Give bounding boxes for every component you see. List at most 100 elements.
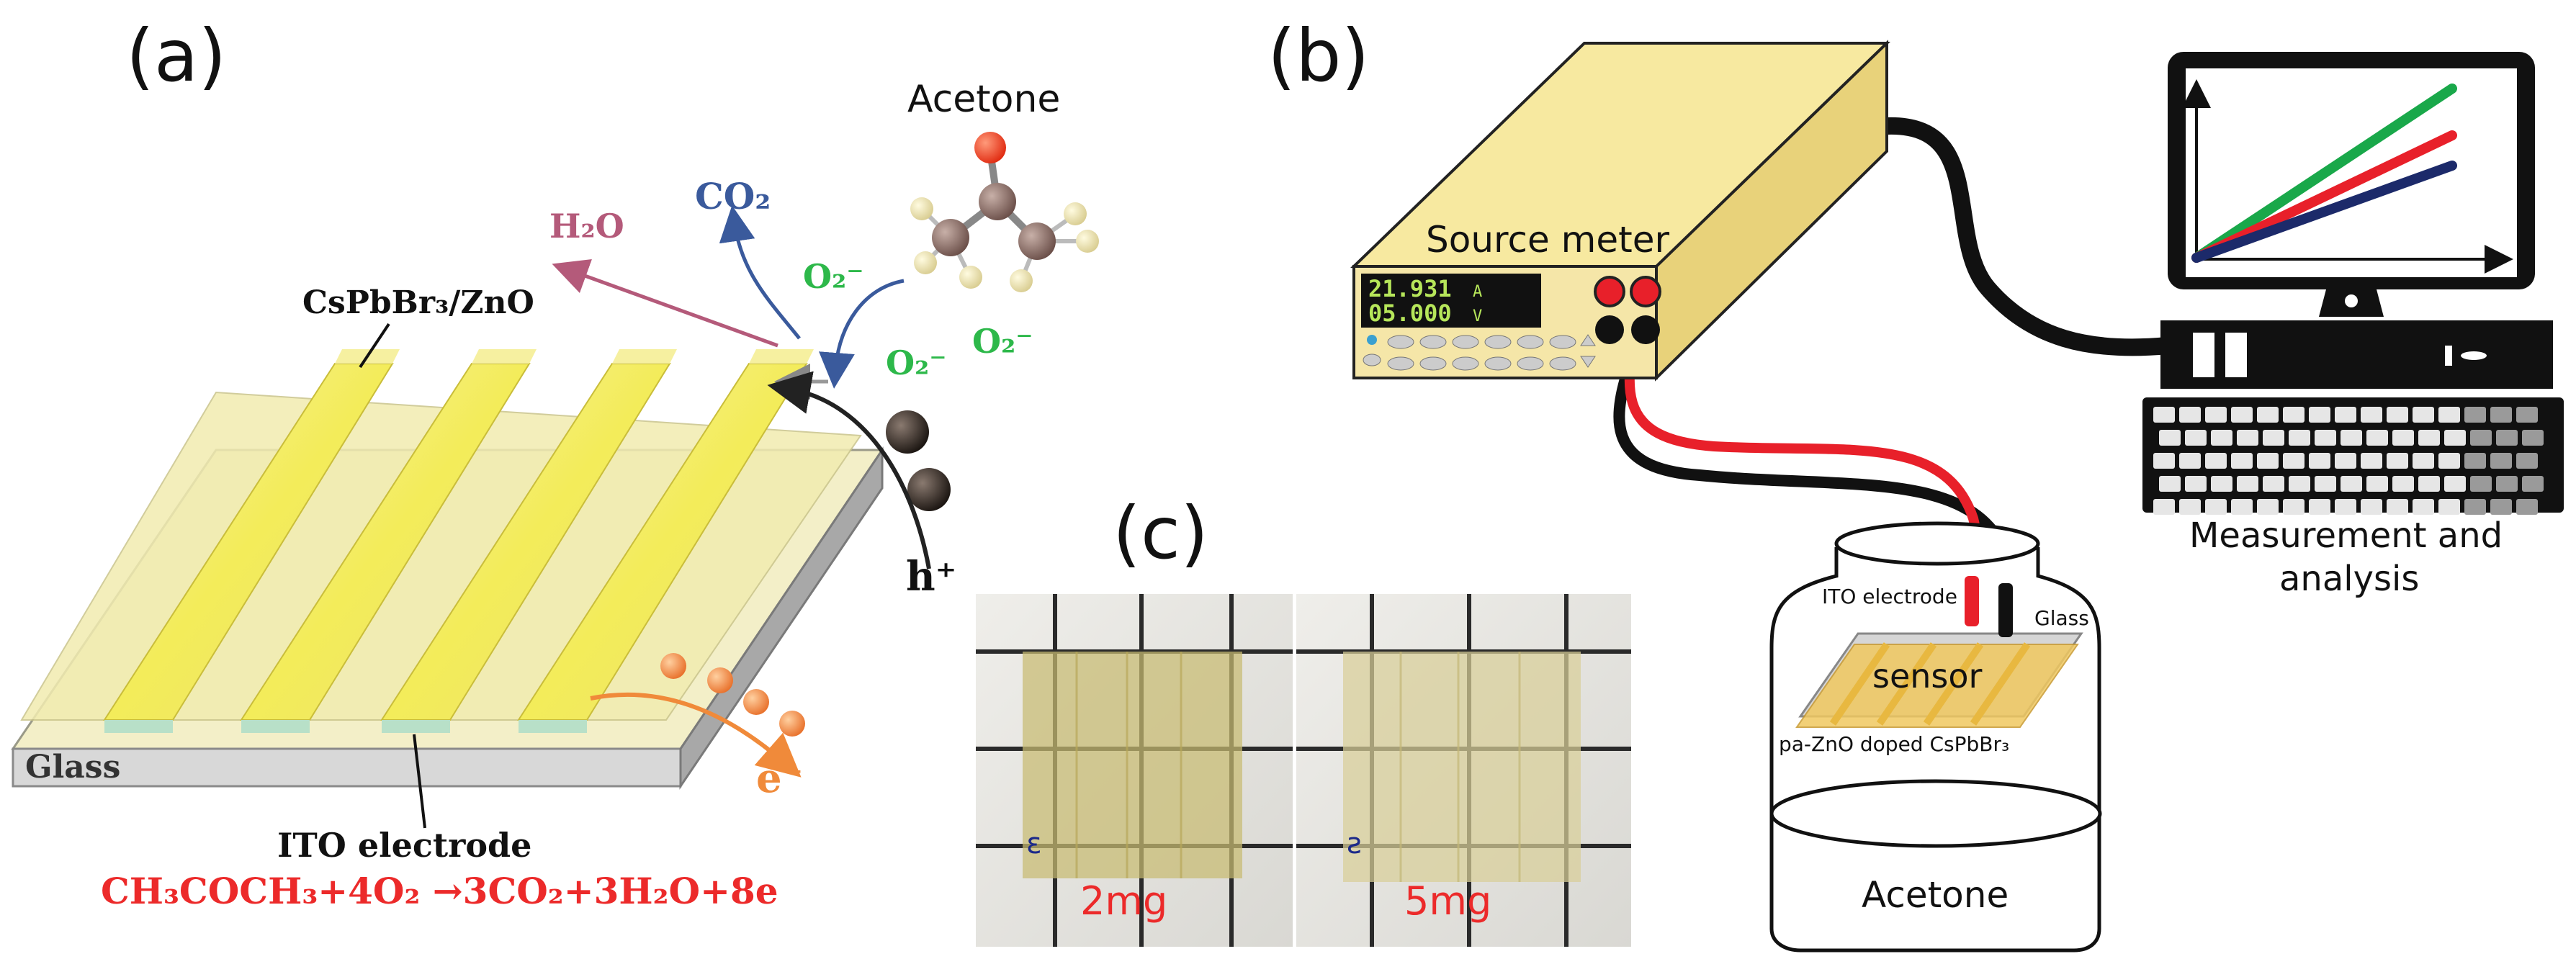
keyboard-key	[2179, 499, 2201, 515]
keyboard-key	[2490, 407, 2512, 423]
red-terminal[interactable]	[1630, 276, 1661, 307]
jar-film-label: pa-ZnO doped CsPbBr₃	[1779, 732, 2009, 756]
keyboard-key	[2418, 476, 2440, 492]
keyboard-key	[2315, 430, 2336, 446]
black-terminal[interactable]	[1595, 315, 1624, 344]
ito-stripe-base	[104, 720, 173, 733]
keyboard-key	[2231, 407, 2253, 423]
keyboard-key	[2153, 499, 2175, 515]
meter-button[interactable]	[1549, 356, 1576, 371]
hydrogen-atom	[910, 197, 933, 220]
ito-label: ITO electrode	[277, 826, 531, 865]
keyboard-key	[2153, 453, 2175, 469]
meter-arrow-up[interactable]	[1580, 334, 1596, 346]
meter-arrow-down[interactable]	[1580, 356, 1596, 368]
co2-label: CO₂	[695, 175, 771, 217]
monitor-power-led	[2345, 294, 2358, 307]
red-terminal[interactable]	[1594, 276, 1625, 307]
meter-button[interactable]	[1484, 335, 1512, 349]
keyboard-key	[2283, 407, 2305, 423]
photo-2mg: ɛ 2mg	[976, 594, 1293, 947]
panel-b-label: (b)	[1267, 14, 1370, 98]
keyboard-key	[2490, 499, 2512, 515]
computer-cable	[1878, 117, 2176, 356]
keyboard-key	[2205, 499, 2227, 515]
meter-button[interactable]	[1387, 335, 1414, 349]
keyboard-key	[2309, 499, 2330, 515]
film-sample-5mg	[1343, 652, 1581, 882]
meter-button[interactable]	[1517, 335, 1544, 349]
keyboard-key	[2361, 407, 2382, 423]
hydrogen-atom	[1076, 230, 1099, 253]
meter-display	[1361, 274, 1541, 328]
meter-button[interactable]	[1419, 335, 1447, 349]
ito-leader-line	[413, 734, 426, 829]
meter-button[interactable]	[1549, 335, 1576, 349]
electron-particle	[743, 689, 769, 715]
keyboard-key	[2211, 430, 2232, 446]
film-sample-2mg	[1023, 652, 1242, 878]
layer-leader-line	[359, 323, 390, 369]
meter-button[interactable]	[1419, 356, 1447, 371]
power-button[interactable]	[2461, 351, 2487, 360]
meter-button[interactable]	[1452, 335, 1479, 349]
jar-liquid-label: Acetone	[1862, 874, 2009, 916]
keyboard-key	[2413, 453, 2434, 469]
keyboard-key	[2392, 476, 2414, 492]
computer-case	[2160, 320, 2553, 389]
black-terminal[interactable]	[1631, 315, 1660, 344]
keyboard-key	[2237, 430, 2258, 446]
photo-5mg: ƨ 5mg	[1296, 594, 1631, 947]
keyboard-key	[2289, 430, 2310, 446]
keyboard-key	[2315, 476, 2336, 492]
keyboard-key	[2185, 430, 2207, 446]
meter-button[interactable]	[1363, 354, 1381, 366]
keyboard-key	[2153, 407, 2175, 423]
keyboard-key	[2335, 453, 2356, 469]
keyboard-key	[2387, 407, 2408, 423]
ito-stripe-base	[241, 720, 310, 733]
keyboard-key	[2205, 453, 2227, 469]
o2-minus-label: O₂⁻	[972, 322, 1033, 361]
keyboard-key	[2438, 407, 2460, 423]
keyboard-key	[2361, 453, 2382, 469]
ito-stripe-base	[519, 720, 587, 733]
drive-bay	[2193, 333, 2214, 377]
black-probe-clip	[1998, 583, 2013, 637]
computer-label-line2: analysis	[2279, 559, 2419, 599]
keyboard-key	[2444, 476, 2466, 492]
keyboard-key	[2159, 476, 2181, 492]
keyboard-key	[2335, 499, 2356, 515]
panel-a: (a) Glass CsPbBr₃/ZnO ITO	[11, 14, 1099, 912]
keyboard-key	[2211, 476, 2232, 492]
keyboard-key	[2438, 453, 2460, 469]
meter-button[interactable]	[1387, 356, 1414, 371]
carbon-atom	[979, 183, 1016, 220]
sample-mark: ƨ	[1347, 827, 1362, 860]
keyboard-key	[2470, 430, 2492, 446]
panel-c-label: (c)	[1113, 491, 1208, 575]
keyboard-key	[2418, 430, 2440, 446]
keyboard-key	[2366, 430, 2388, 446]
acetone-label: Acetone	[907, 78, 1060, 121]
jar-sensor-label: sensor	[1872, 657, 1983, 695]
panel-a-label: (a)	[126, 14, 226, 98]
acetone-arrow	[819, 279, 905, 389]
meter-button[interactable]	[1517, 356, 1544, 371]
keyboard-key	[2516, 407, 2538, 423]
display-reading-voltage: 05.000	[1368, 300, 1452, 327]
electron-arrow	[590, 692, 802, 778]
keyboard-key	[2185, 476, 2207, 492]
ito-electrodes	[103, 349, 814, 733]
meter-button[interactable]	[1452, 356, 1479, 371]
keyboard-key	[2257, 499, 2279, 515]
ito-stripe-top	[472, 349, 537, 364]
keyboard-key	[2464, 407, 2486, 423]
keyboard-key	[2341, 476, 2362, 492]
o2-minus-label: O₂⁻	[886, 343, 947, 382]
acetone-molecule	[910, 132, 1099, 292]
keyboard-key	[2283, 499, 2305, 515]
meter-button[interactable]	[1484, 356, 1512, 371]
keyboard-key	[2366, 476, 2388, 492]
